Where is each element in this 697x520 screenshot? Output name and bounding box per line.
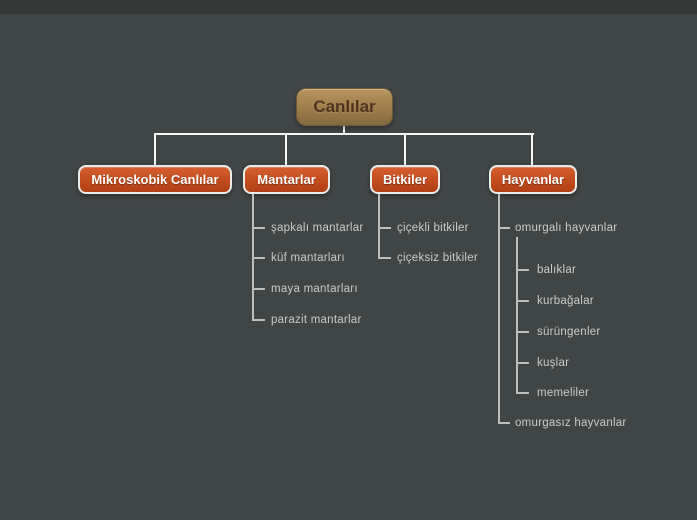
- root-node-label: Canlılar: [313, 97, 376, 116]
- branch-node-hayvanlar[interactable]: Hayvanlar: [489, 165, 577, 194]
- leaf-kurbagalar[interactable]: kurbağalar: [537, 295, 594, 307]
- branch-node-bitkiler[interactable]: Bitkiler: [370, 165, 440, 194]
- leaf-kuf-mantarlari[interactable]: küf mantarları: [271, 252, 345, 264]
- leaf-kuslar[interactable]: kuşlar: [537, 357, 570, 369]
- leaf-ciceksiz-bitkiler[interactable]: çiçeksiz bitkiler: [397, 252, 478, 264]
- connector-stub: [378, 227, 391, 229]
- branch-node-mantarlar[interactable]: Mantarlar: [243, 165, 330, 194]
- connector-hayvanlar-spine: [498, 194, 500, 423]
- connector-stub: [516, 331, 529, 333]
- branch-node-mikroskobik-canlilar[interactable]: Mikroskobik Canlılar: [78, 165, 232, 194]
- connector-horizontal-rail: [154, 133, 534, 135]
- connector-stub: [498, 227, 510, 229]
- connector-root-stub: [343, 126, 345, 134]
- leaf-maya-mantarlari[interactable]: maya mantarları: [271, 283, 358, 295]
- connector-stub: [252, 257, 265, 259]
- leaf-surungenler[interactable]: sürüngenler: [537, 326, 601, 338]
- branch-label: Mikroskobik Canlılar: [91, 172, 219, 187]
- leaf-sapkali-mantarlar[interactable]: şapkalı mantarlar: [271, 222, 364, 234]
- connector-stub: [516, 300, 529, 302]
- connector-stub: [252, 319, 265, 321]
- leaf-omurgasiz-hayvanlar[interactable]: omurgasız hayvanlar: [515, 417, 627, 429]
- root-node-canlilar[interactable]: Canlılar: [296, 88, 393, 126]
- connector-omurgali-spine: [516, 237, 518, 393]
- connector-stub: [252, 288, 265, 290]
- connector-stub: [252, 227, 265, 229]
- branch-label: Hayvanlar: [501, 172, 565, 187]
- connector-stub: [516, 392, 529, 394]
- connector-bitkiler-spine: [378, 194, 380, 258]
- connector-stub: [516, 269, 529, 271]
- connector-stub: [498, 422, 510, 424]
- connector-drop-mantarlar: [285, 134, 287, 165]
- connector-stub: [516, 362, 529, 364]
- leaf-omurgali-hayvanlar[interactable]: omurgalı hayvanlar: [515, 222, 618, 234]
- connector-drop-mikroskobik: [154, 134, 156, 165]
- connector-stub: [378, 257, 391, 259]
- connector-drop-hayvanlar: [531, 134, 533, 165]
- leaf-parazit-mantarlar[interactable]: parazit mantarlar: [271, 314, 362, 326]
- leaf-cicekli-bitkiler[interactable]: çiçekli bitkiler: [397, 222, 469, 234]
- branch-label: Mantarlar: [257, 172, 316, 187]
- leaf-baliklar[interactable]: balıklar: [537, 264, 577, 276]
- leaf-memeliler[interactable]: memeliler: [537, 387, 590, 399]
- branch-label: Bitkiler: [382, 172, 428, 187]
- top-strip: [0, 0, 697, 14]
- connector-drop-bitkiler: [404, 134, 406, 165]
